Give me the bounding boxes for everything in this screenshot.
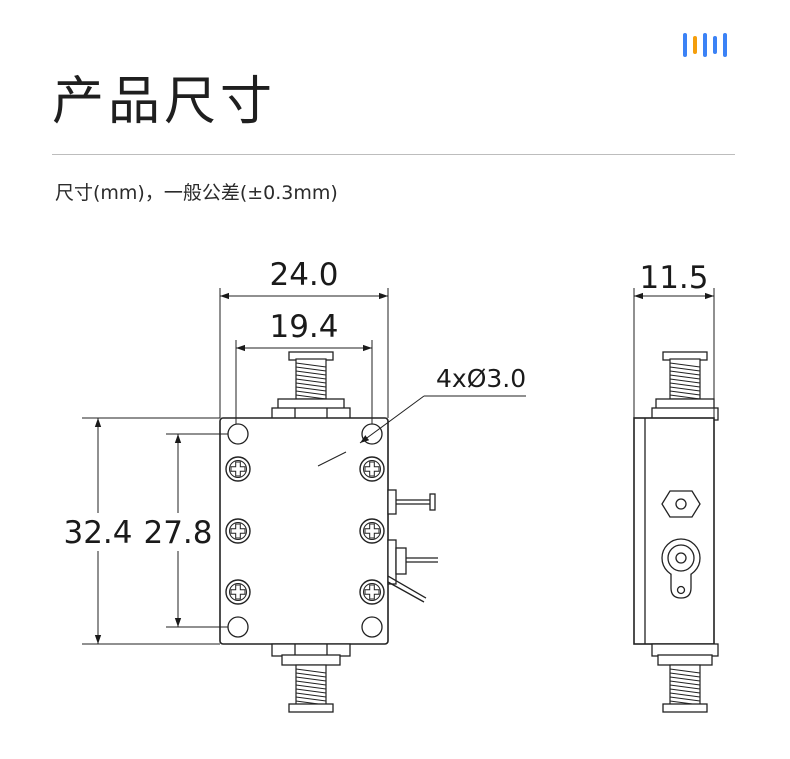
top-connector: [271, 351, 351, 421]
divider: [52, 154, 735, 155]
side-bottom-connector: [651, 643, 719, 713]
page-title: 产品尺寸: [52, 72, 277, 132]
logo-bar: [693, 36, 697, 54]
dim-hole-spacing-width: 19.4: [269, 309, 338, 345]
dim-overall-width: 24.0: [269, 257, 338, 293]
logo-bar: [683, 33, 687, 57]
side-body: [633, 417, 715, 645]
side-top-connector: [651, 351, 719, 421]
dim-hole-callout: 4xØ3.0: [436, 364, 526, 393]
label-bg: [141, 513, 215, 551]
side-pins: [387, 489, 438, 603]
label-bg: [61, 513, 133, 551]
brand-logo: [683, 33, 727, 57]
side-dimension-lines: [633, 288, 715, 418]
side-port: [661, 538, 701, 599]
front-view: [219, 351, 438, 713]
hole-leader: [359, 395, 425, 444]
dim-hole-spacing-height: 27.8: [143, 515, 212, 551]
side-nut: [661, 490, 701, 518]
logo-bar: [713, 36, 717, 54]
front-dimension-lines: [82, 288, 526, 645]
logo-bar: [723, 33, 727, 57]
logo-bar: [703, 33, 707, 57]
side-view: [633, 351, 719, 713]
bottom-connector: [271, 643, 351, 713]
dim-side-depth: 11.5: [639, 260, 708, 296]
dim-overall-height: 32.4: [63, 515, 132, 551]
page-subtitle: 尺寸(mm)，一般公差(±0.3mm): [55, 182, 338, 204]
